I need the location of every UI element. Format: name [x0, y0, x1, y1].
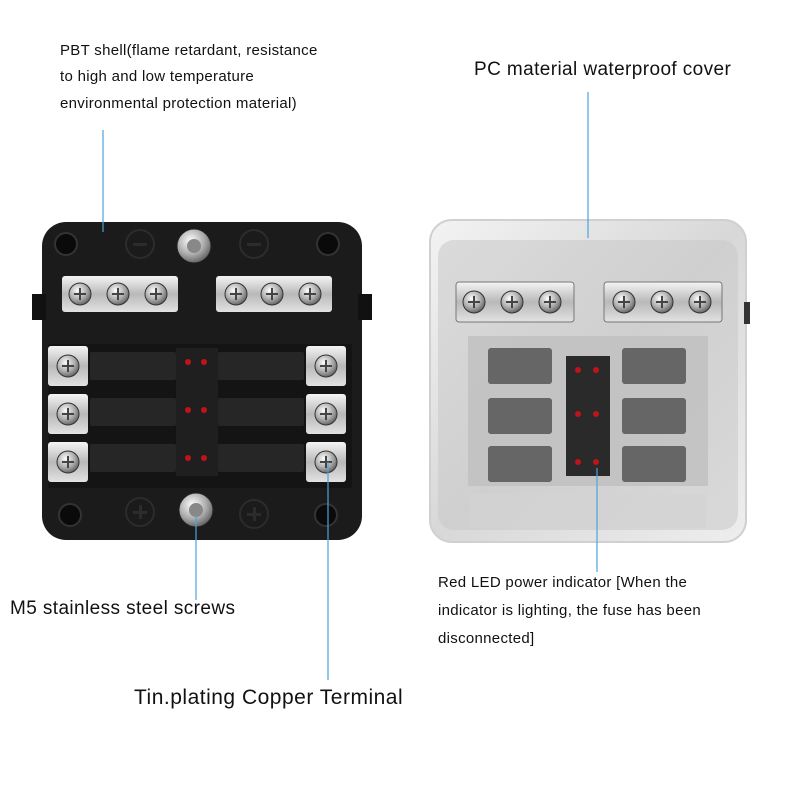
led-indicator-label-line1: Red LED power indicator [When the: [438, 574, 688, 591]
led-indicators-open: [185, 359, 207, 461]
led-indicator-label-line2: indicator is lighting, the fuse has been: [438, 602, 701, 619]
m5-screws-label: M5 stainless steel screws: [10, 598, 236, 619]
screws-covered-box: [462, 290, 712, 314]
mount-hole-icon: [54, 232, 78, 256]
led-indicators-covered: [575, 367, 599, 465]
fuse-box-open: [32, 222, 372, 540]
fuse-box-covered: [429, 219, 750, 543]
led-indicator-label-line3: disconnected]: [438, 630, 535, 647]
mount-hole-icon: [314, 503, 338, 527]
mount-hole-icon: [58, 503, 82, 527]
pbt-shell-label-line1: PBT shell(flame retardant, resistance: [60, 42, 318, 59]
pbt-shell-label-line2: to high and low temperature: [60, 68, 255, 85]
pc-cover-label: PC material waterproof cover: [474, 59, 732, 80]
screws-open-box: [56, 282, 338, 474]
mount-hole-icon: [316, 232, 340, 256]
pbt-shell-label-line3: environmental protection material): [60, 95, 297, 112]
tin-terminal-label: Tin.plating Copper Terminal: [134, 686, 404, 709]
